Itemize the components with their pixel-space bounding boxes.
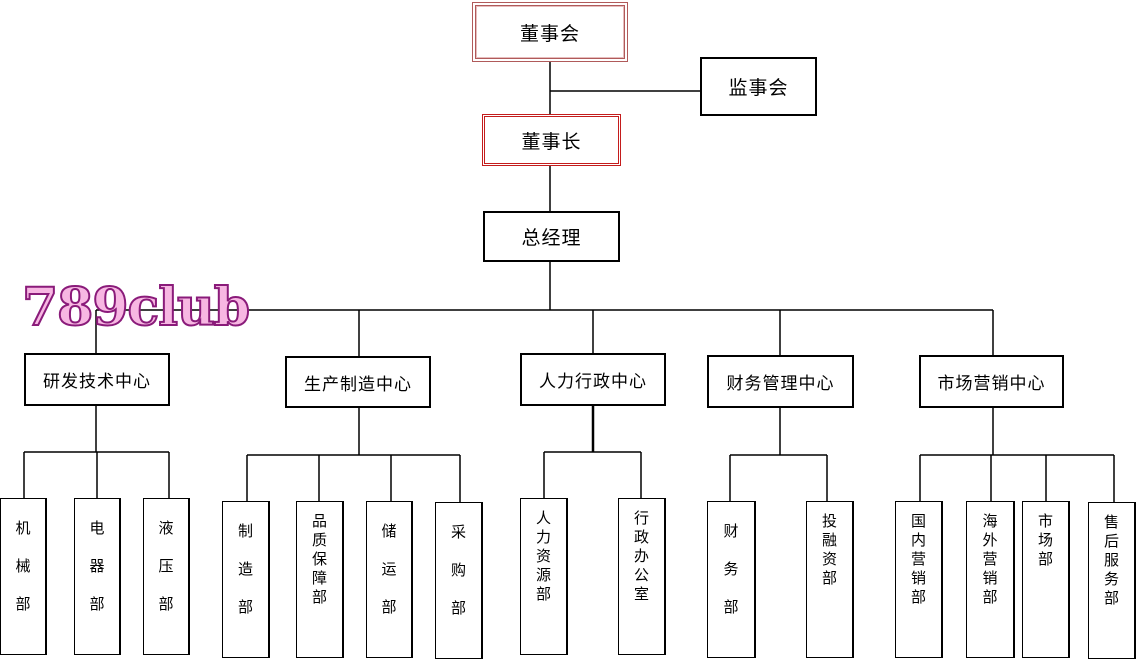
dept-label: 制 造 部	[237, 522, 253, 616]
chairman-label: 董事长	[521, 130, 582, 153]
center-label: 财务管理中心	[726, 374, 835, 394]
dept-overseas-marketing: 海 外 营 销 部	[966, 501, 1015, 658]
dept-human-resources: 人 力 资 源 部	[520, 498, 568, 655]
center-hr-admin: 人力行政中心	[520, 353, 666, 406]
supervisors-node: 监事会	[700, 57, 817, 116]
dept-quality-assurance: 品 质 保 障 部	[296, 501, 344, 658]
dept-label: 电 器 部	[89, 519, 105, 613]
dept-label: 机 械 部	[15, 519, 31, 613]
general-manager-node: 总经理	[483, 211, 620, 262]
dept-investment-financing: 投 融 资 部	[806, 501, 854, 658]
supervisors-label: 监事会	[728, 77, 789, 99]
center-rd: 研发技术中心	[24, 353, 170, 406]
dept-admin-office: 行 政 办 公 室	[618, 498, 666, 655]
dept-label: 人 力 资 源 部	[535, 509, 551, 603]
dept-after-sales: 售 后 服 务 部	[1088, 502, 1136, 659]
dept-label: 投 融 资 部	[821, 512, 837, 587]
chairman-node: 董事长	[482, 114, 621, 166]
watermark-logo: 789club	[21, 277, 251, 339]
center-marketing: 市场营销中心	[919, 355, 1064, 408]
dept-label: 液 压 部	[158, 519, 174, 613]
center-manufacturing: 生产制造中心	[285, 356, 431, 408]
dept-label: 售 后 服 务 部	[1103, 513, 1119, 607]
center-finance: 财务管理中心	[707, 355, 854, 408]
dept-finance: 财 务 部	[707, 501, 756, 658]
dept-domestic-marketing: 国 内 营 销 部	[895, 501, 943, 658]
general-manager-label: 总经理	[521, 227, 582, 249]
dept-label: 国 内 营 销 部	[910, 512, 926, 606]
board-node: 董事会	[472, 2, 628, 62]
dept-label: 采 购 部	[450, 523, 466, 617]
dept-manufacturing: 制 造 部	[222, 501, 270, 658]
dept-label: 财 务 部	[723, 522, 739, 616]
dept-storage-transport: 储 运 部	[366, 501, 413, 658]
board-label: 董事会	[519, 22, 580, 45]
dept-hydraulic: 液 压 部	[143, 498, 190, 655]
center-label: 人力行政中心	[539, 372, 647, 392]
dept-label: 储 运 部	[381, 522, 397, 616]
dept-market: 市 场 部	[1022, 501, 1070, 658]
dept-label: 海 外 营 销 部	[982, 512, 998, 606]
dept-procurement: 采 购 部	[435, 502, 483, 659]
dept-mechanical: 机 械 部	[0, 498, 47, 655]
dept-label: 品 质 保 障 部	[311, 512, 327, 606]
dept-label: 市 场 部	[1037, 512, 1053, 568]
dept-electrical: 电 器 部	[74, 498, 121, 655]
center-label: 研发技术中心	[43, 372, 151, 392]
dept-label: 行 政 办 公 室	[633, 509, 649, 603]
center-label: 市场营销中心	[937, 374, 1046, 394]
center-label: 生产制造中心	[304, 374, 412, 395]
